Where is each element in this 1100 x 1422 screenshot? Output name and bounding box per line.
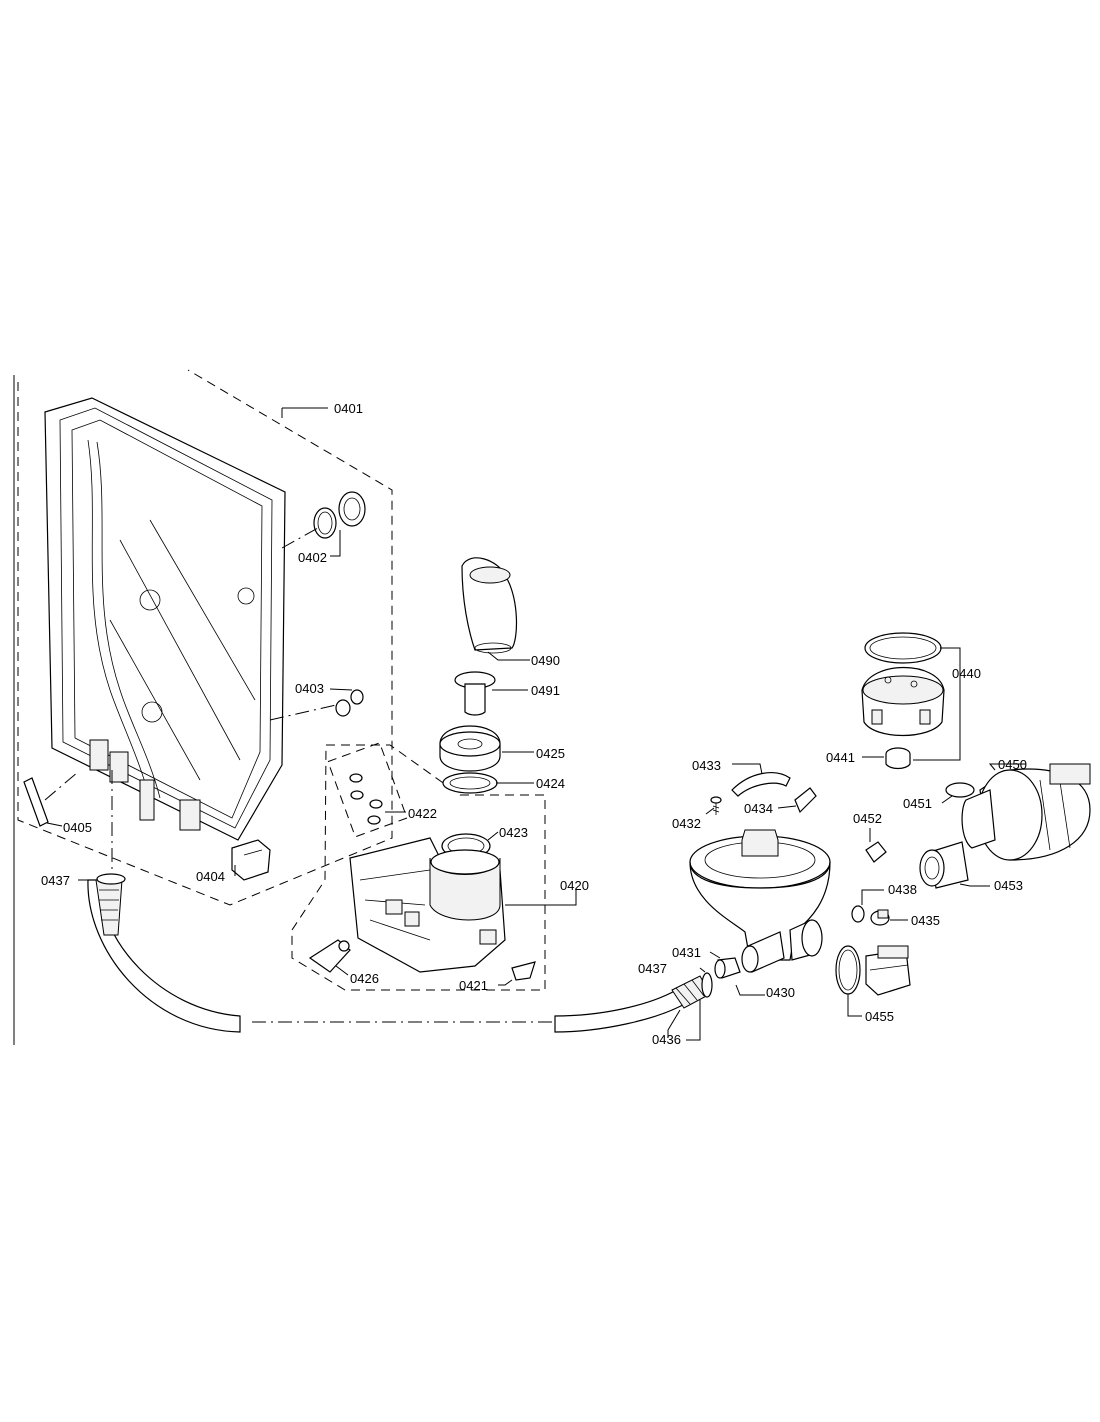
clip-0434 [794,787,817,814]
label-0450: 0450 [998,757,1027,772]
label-0425: 0425 [536,746,565,761]
label-0433: 0433 [692,758,721,773]
label-0423: 0423 [499,825,528,840]
leader-0432 [705,807,715,815]
label-0430: 0430 [766,985,795,1000]
leader-0405 [46,822,63,827]
leader-0490 [487,651,530,661]
leader-0438 [861,889,884,905]
clip-part-0405 [23,777,49,827]
drain-hose-right [554,972,713,1033]
label-0438: 0438 [888,882,917,897]
seal-set-box-0422 [327,742,408,838]
leader-0450 [988,763,1026,771]
label-0434: 0434 [744,801,773,816]
o-ring-0438 [851,905,865,923]
label-0421: 0421 [459,978,488,993]
label-0424: 0424 [536,776,565,791]
label-0437-right: 0437 [638,961,667,976]
gasket-0424 [442,772,498,794]
pump-sump-0430 [689,829,831,973]
label-0451: 0451 [903,796,932,811]
leader-0437b [686,967,706,1041]
part-0441 [885,747,911,770]
leader-0433 [732,763,763,775]
label-0422: 0422 [408,806,437,821]
leader-0434 [777,805,797,809]
label-0455: 0455 [865,1009,894,1024]
label-0405: 0405 [63,820,92,835]
label-0441: 0441 [826,750,855,765]
group-0401-outline [17,369,393,906]
leader-0430 [735,984,765,996]
drain-hose-left [87,873,241,1033]
label-0435: 0435 [911,913,940,928]
leader-0440 [913,647,961,761]
sensor-part-0404 [231,839,271,881]
label-0426: 0426 [350,971,379,986]
part-0452 [865,841,887,863]
plug-part-0403 [335,689,364,717]
connector-0426 [308,939,351,973]
leader-0420 [505,888,577,906]
label-0403: 0403 [295,681,324,696]
screw-0432 [710,796,722,815]
pump-housing-0440 [861,632,945,737]
leader-0426 [335,965,349,976]
label-0401: 0401 [334,401,363,416]
ring-part-0402 [313,491,366,539]
clamp-0451 [945,782,975,798]
drain-pump-0455 [835,945,911,996]
seal-set-0422 [349,773,383,825]
hose-fitting-0453 [919,841,969,889]
label-0432: 0432 [672,816,701,831]
leader-0451 [941,795,953,804]
leader-0401 [281,407,328,418]
valve-0435 [870,909,890,926]
leader-0423 [487,831,499,841]
label-0402: 0402 [298,550,327,565]
circulation-pump-0450 [961,763,1091,861]
sleeve-0431 [714,957,741,979]
leader-0436 [667,1009,681,1038]
arc-seal-0433 [731,772,791,797]
label-0404: 0404 [196,869,225,884]
label-0453: 0453 [994,878,1023,893]
clip-0421 [511,961,536,981]
label-0437-left: 0437 [41,873,70,888]
label-0452: 0452 [853,811,882,826]
label-0440: 0440 [952,666,981,681]
label-0420: 0420 [560,878,589,893]
label-0431: 0431 [672,945,701,960]
leader-0455 [847,994,862,1017]
funnel-0490 [461,557,518,654]
leader-0403 [329,688,353,691]
label-0491: 0491 [531,683,560,698]
cap-0491 [454,671,496,716]
water-softener-0420 [349,837,506,973]
label-0490: 0490 [531,653,560,668]
lid-0425 [439,725,501,772]
leader-0402 [330,530,341,557]
group-0420-outline [291,744,546,991]
leader-0421 [498,979,513,986]
base-frame-0401 [44,397,286,841]
leader-0453 [959,883,990,887]
leader-0431 [709,951,721,959]
label-0436: 0436 [652,1032,681,1047]
